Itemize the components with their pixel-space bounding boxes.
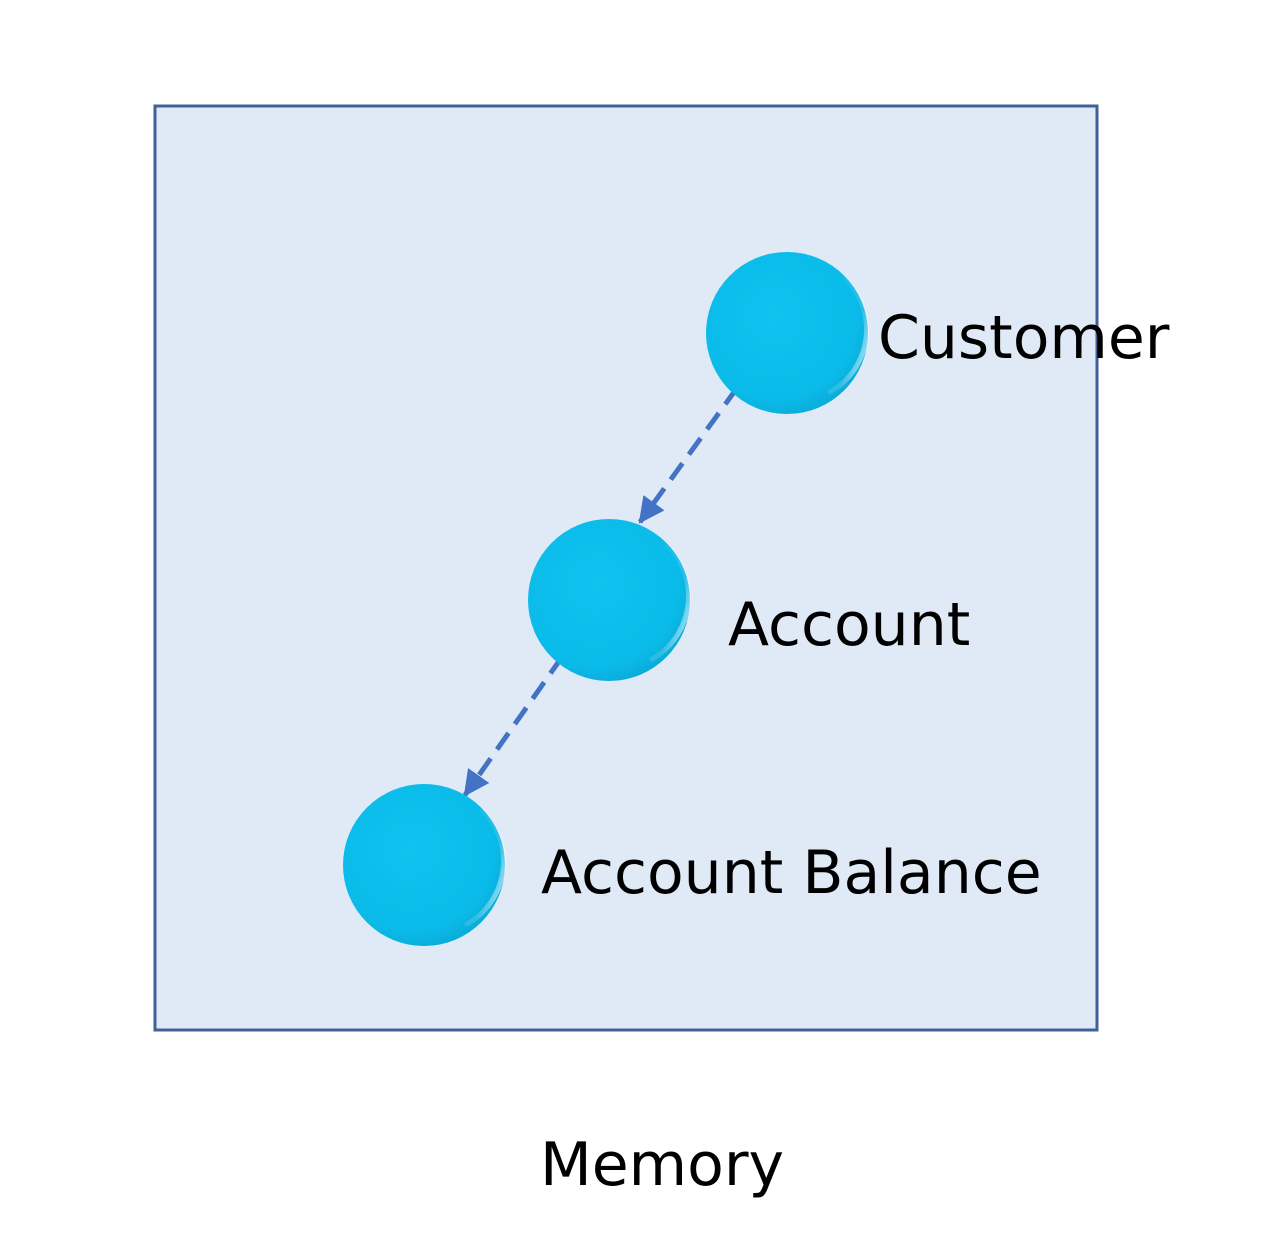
edge-customer-to-account	[637, 386, 740, 524]
customer-label: Customer	[878, 303, 1170, 373]
account-label: Account	[728, 590, 970, 660]
node-account: Account	[528, 519, 970, 681]
account-balance-ball	[343, 784, 505, 946]
customer-ball	[706, 252, 868, 414]
node-account-balance: Account Balance	[343, 784, 1042, 946]
customer-ball-shine	[827, 275, 870, 395]
diagram-caption: Memory	[540, 1130, 784, 1200]
account-balance-label: Account Balance	[541, 838, 1042, 908]
account-balance-ball-shine	[464, 807, 507, 927]
account-ball-shine	[649, 542, 692, 662]
node-customer: Customer	[706, 252, 1170, 414]
account-ball	[528, 519, 690, 681]
edge-account-to-account-balance	[462, 655, 565, 797]
